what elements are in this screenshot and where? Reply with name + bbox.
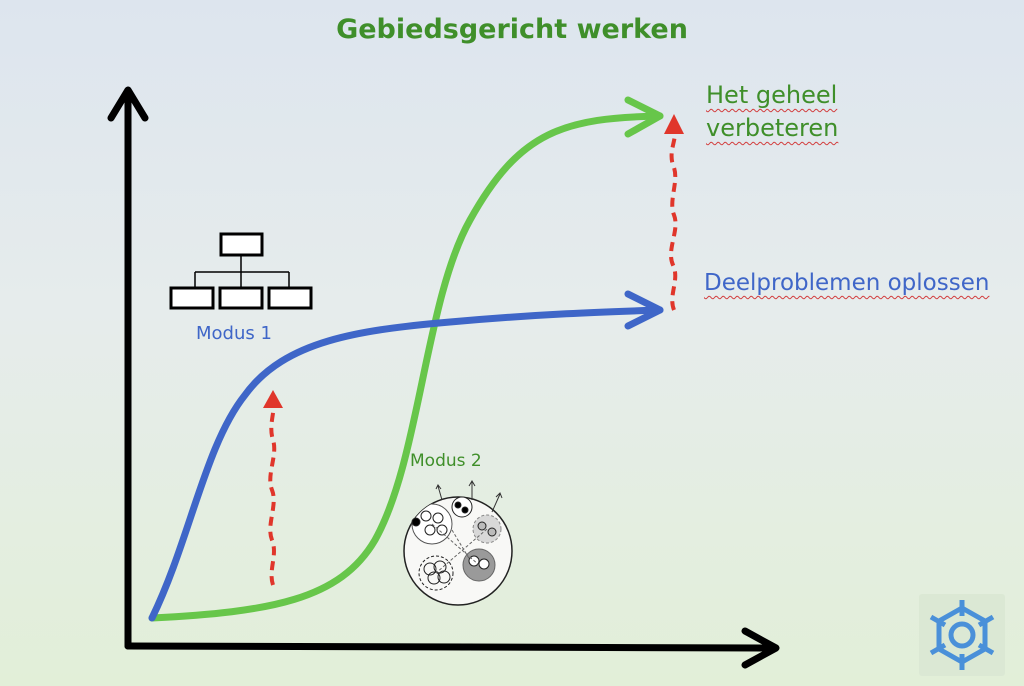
green-arrowhead (624, 96, 664, 138)
red-arrows (263, 114, 684, 586)
label-solve-subproblems: Deelproblemen oplossen (704, 270, 990, 296)
network-cluster-icon (403, 480, 513, 606)
label-improve-whole-line1: Het geheel (706, 81, 838, 109)
blue-curve (148, 306, 664, 622)
org-chart-icon (169, 232, 313, 310)
label-mode-1: Modus 1 (196, 323, 272, 344)
red-dashed-arrow-left (268, 399, 277, 586)
logo-badge (919, 594, 1005, 676)
green-s-curve (148, 112, 664, 622)
label-improve-whole-line2: verbeteren (706, 114, 839, 142)
label-improve-whole: Het geheel verbeteren (706, 79, 838, 145)
red-arrowhead-right (664, 114, 684, 134)
x-axis-arrowhead (741, 627, 780, 669)
red-dashed-arrow-right (669, 127, 678, 311)
label-mode-2: Modus 2 (410, 451, 482, 471)
page-title: Gebiedsgericht werken (336, 14, 688, 45)
x-axis-line (124, 642, 776, 652)
blue-arrowhead (624, 290, 664, 330)
snowflake-logo-icon (929, 600, 995, 670)
y-axis-arrowhead (107, 86, 149, 122)
red-arrowhead-left (263, 390, 283, 408)
curves (148, 96, 664, 622)
axes (107, 86, 780, 669)
